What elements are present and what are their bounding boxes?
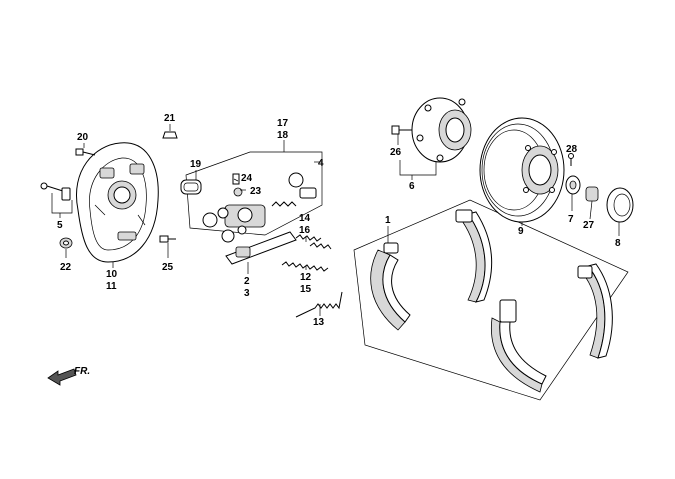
- part-label-13: 13: [313, 317, 325, 328]
- shoe-box: [353, 199, 629, 401]
- cap-8: [606, 187, 634, 223]
- nut-22: [59, 237, 73, 249]
- brake-shoe-right: [577, 263, 613, 359]
- bolt-26: [391, 125, 412, 135]
- part-label-14: 14: [299, 213, 311, 224]
- part-label-23: 23: [250, 186, 262, 197]
- nut-27: [585, 186, 599, 202]
- brake-drum: [479, 117, 565, 223]
- part-label-6: 6: [409, 181, 415, 192]
- part-label-11: 11: [106, 281, 117, 292]
- wheel-cylinder-box: [185, 151, 323, 236]
- part-label-4: 4: [318, 158, 324, 169]
- part-label-17: 17: [277, 118, 289, 129]
- part-label-1: 1: [385, 215, 391, 226]
- bolt-20: [75, 148, 96, 156]
- part-label-10: 10: [106, 269, 118, 280]
- leader-lines: [51, 124, 620, 316]
- spring-13: [295, 291, 343, 318]
- part-label-25: 25: [162, 262, 174, 273]
- part-label-20: 20: [77, 132, 89, 143]
- front-arrow: FR.: [47, 366, 90, 386]
- wheel-cylinder: [202, 172, 317, 243]
- part-label-19: 19: [190, 159, 202, 170]
- part-label-18: 18: [277, 130, 289, 141]
- part-label-24: 24: [241, 173, 253, 184]
- part-label-12: 12: [300, 272, 312, 283]
- bolt-25: [159, 235, 176, 243]
- part-label-26: 26: [390, 147, 402, 158]
- spring-14-16: [295, 234, 332, 250]
- washer-7: [565, 175, 581, 195]
- hub: [411, 97, 472, 163]
- seal-19: [180, 179, 202, 195]
- brake-shoe-upper: [455, 209, 493, 303]
- part-label-7: 7: [568, 214, 574, 225]
- bolt-5: [40, 182, 71, 201]
- part-label-27: 27: [583, 220, 595, 231]
- adjuster-lever: [225, 231, 297, 265]
- part-label-28: 28: [566, 144, 578, 155]
- spring-12-15: [281, 261, 329, 272]
- brake-shoe-lower: [490, 299, 547, 393]
- part-label-15: 15: [300, 284, 312, 295]
- part-label-5: 5: [57, 220, 63, 231]
- part-label-3: 3: [244, 288, 250, 299]
- backing-plate: [76, 142, 159, 263]
- part-label-2: 2: [244, 276, 250, 287]
- part-label-22: 22: [60, 262, 72, 273]
- part-label-9: 9: [518, 226, 524, 237]
- part-label-16: 16: [299, 225, 311, 236]
- brake-shoe-left: [370, 242, 411, 331]
- part-label-8: 8: [615, 238, 621, 249]
- screw-28: [568, 153, 574, 166]
- front-arrow-label: FR.: [74, 366, 90, 377]
- clip-21: [162, 131, 178, 139]
- part-labels: 1 2 3 4 5 6 7 8 9 10 11 12 13 14 15 16 1…: [57, 113, 621, 328]
- part-label-21: 21: [164, 113, 176, 124]
